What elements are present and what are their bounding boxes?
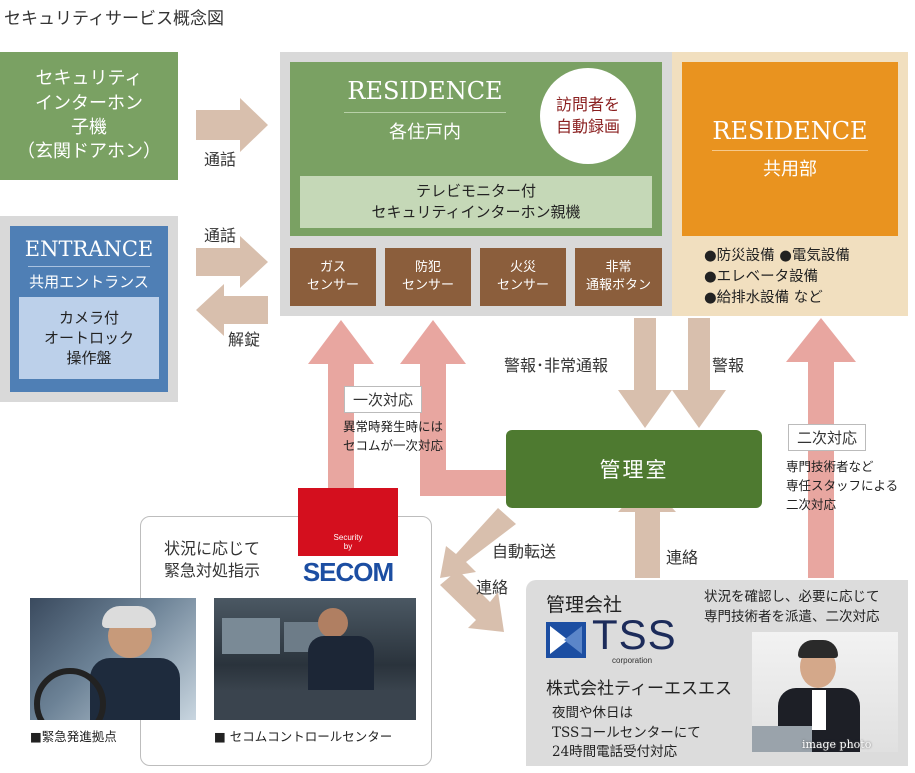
entrance-subtitle: 共用エントランス — [29, 272, 149, 291]
secom-instruction: 状況に応じて 緊急対処指示 — [164, 538, 260, 583]
secom-logo: Security by SECOM — [298, 488, 398, 588]
staff-photo-caption: image photo — [802, 738, 872, 751]
control-center-photo — [214, 598, 416, 720]
arrow-alarm-emergency — [618, 318, 672, 428]
arrow-unlock — [196, 284, 268, 336]
secom-small-line: Security — [333, 533, 363, 542]
tss-logo-sub: corporation — [612, 656, 653, 665]
residence-common-title: RESIDENCE — [712, 117, 868, 145]
auto-record-line: 訪問者を — [555, 95, 620, 115]
first-response-line: セコムが一次対応 — [342, 437, 443, 453]
secom-logo-small: Security by — [298, 533, 398, 552]
equipment-line: ●エレベータ設備 — [704, 269, 819, 286]
sensor-line: 火災 — [509, 260, 536, 276]
management-company-heading: 管理会社 — [546, 594, 623, 616]
equipment-line: ●防災設備 ●電気設備 — [704, 248, 850, 264]
fire-sensor: 火災 センサー — [480, 248, 566, 306]
second-response-line: 専門技術者など — [786, 459, 874, 474]
sensor-line: センサー — [306, 278, 359, 293]
emergency-button: 非常 通報ボタン — [575, 248, 662, 306]
common-equipment-list: ●防災設備 ●電気設備 ●エレベータ設備 ●給排水設備 など — [704, 246, 850, 309]
company-note-line: 夜間や休日は — [552, 705, 633, 721]
company-note-line: TSSコールセンターにて — [552, 724, 701, 741]
entrance-panel: カメラ付 オートロック 操作盤 — [19, 297, 159, 379]
intercom-child-line: セキュリティ — [35, 68, 143, 90]
entrance-title: ENTRANCE — [24, 237, 154, 261]
caption-control-center: ■ セコムコントロールセンター — [214, 729, 393, 744]
sensor-line: センサー — [401, 278, 454, 293]
second-response-label: 二次対応 — [788, 424, 867, 451]
page-title: セキュリティサービス概念図 — [4, 9, 224, 29]
company-note-line: 専門技術者を派遣、二次対応 — [704, 608, 880, 625]
intercom-child-line: 子機 — [71, 117, 107, 138]
intercom-child-box: セキュリティ インターホン 子機 （玄関ドアホン） — [0, 52, 178, 180]
secom-logo-text: SECOM — [298, 556, 398, 588]
arrow-auto-transfer — [440, 508, 516, 578]
residence-unit-title: RESIDENCE — [347, 77, 503, 105]
equipment-line: ●給排水設備 など — [704, 290, 823, 307]
second-response-line: 専任スタッフによる — [786, 477, 899, 493]
arrow-call-1 — [196, 98, 268, 152]
entrance-box: ENTRANCE 共用エントランス カメラ付 オートロック 操作盤 — [10, 226, 168, 392]
tss-logo-icon — [546, 622, 586, 658]
label-auto-transfer: 自動転送 — [492, 542, 557, 561]
arrow-contact-down — [440, 570, 504, 632]
company-note-line: 24時間電話受付対応 — [552, 744, 678, 761]
arrow-alarm — [672, 318, 726, 428]
label-unlock: 解錠 — [228, 330, 261, 349]
sensor-line: 通報ボタン — [585, 278, 651, 293]
tss-logo-mark — [550, 626, 582, 654]
intercom-child-line: インターホン — [35, 92, 143, 114]
secom-instruction-line: 状況に応じて — [164, 539, 261, 558]
first-response-line: 異常時発生時には — [342, 419, 443, 434]
residence-unit-box: RESIDENCE 各住戸内 訪問者を 自動録画 テレビモニター付 セキュリティ… — [290, 62, 662, 236]
arrow-first-response-1 — [308, 320, 374, 490]
intercom-child-line: （玄関ドアホン） — [17, 141, 161, 163]
sensor-line: 防犯 — [414, 260, 441, 276]
residence-common-subtitle: 共用部 — [763, 159, 817, 180]
first-response-note: 異常時発生時には セコムが一次対応 — [318, 418, 468, 456]
management-company-note-top: 状況を確認し、必要に応じて 専門技術者を派遣、二次対応 — [704, 588, 880, 627]
second-response-note: 専門技術者など 専任スタッフによる 二次対応 — [786, 458, 912, 514]
sensor-line: 非常 — [605, 260, 632, 276]
label-alarm: 警報 — [712, 356, 745, 375]
intercom-master-monitor: テレビモニター付 セキュリティインターホン親機 — [300, 176, 652, 228]
label-contact-1: 連絡 — [476, 578, 509, 597]
dispatch-photo — [30, 598, 196, 720]
entrance-panel-line: 操作盤 — [66, 349, 112, 368]
management-company-note-bottom: 夜間や休日は TSSコールセンターにて 24時間電話受付対応 — [552, 704, 701, 763]
monitor-line: セキュリティインターホン親機 — [371, 203, 581, 221]
caption-dispatch: ■緊急発進拠点 — [30, 729, 117, 744]
label-call-2: 通話 — [204, 226, 237, 245]
sensor-line: センサー — [496, 278, 549, 293]
residence-common-box: RESIDENCE 共用部 — [682, 62, 898, 236]
auto-record-badge: 訪問者を 自動録画 — [540, 68, 636, 164]
company-note-line: 状況を確認し、必要に応じて — [704, 589, 880, 605]
sensor-line: ガス — [319, 260, 346, 276]
staff-photo — [752, 632, 898, 752]
first-response-label: 一次対応 — [344, 386, 423, 413]
secom-instruction-line: 緊急対処指示 — [164, 561, 261, 581]
auto-record-line: 自動録画 — [555, 117, 620, 136]
management-room: 管理室 — [506, 430, 762, 508]
crime-sensor: 防犯 センサー — [385, 248, 471, 306]
arrow-first-response-2 — [400, 320, 510, 496]
monitor-line: テレビモニター付 — [415, 182, 536, 200]
entrance-panel-line: カメラ付 — [58, 308, 119, 327]
gas-sensor: ガス センサー — [290, 248, 376, 306]
tss-logo-text: TSS — [592, 611, 677, 658]
arrow-call-2 — [196, 236, 268, 288]
residence-unit-subtitle: 各住戸内 — [389, 122, 461, 143]
label-alarm-emergency: 警報･非常通報 — [504, 356, 609, 375]
second-response-line: 二次対応 — [786, 496, 837, 512]
secom-small-line: by — [343, 541, 353, 551]
entrance-panel-line: オートロック — [43, 328, 134, 347]
label-call-1: 通話 — [204, 150, 237, 169]
label-contact-2: 連絡 — [666, 548, 699, 567]
company-name: 株式会社ティーエスエス — [546, 679, 732, 699]
